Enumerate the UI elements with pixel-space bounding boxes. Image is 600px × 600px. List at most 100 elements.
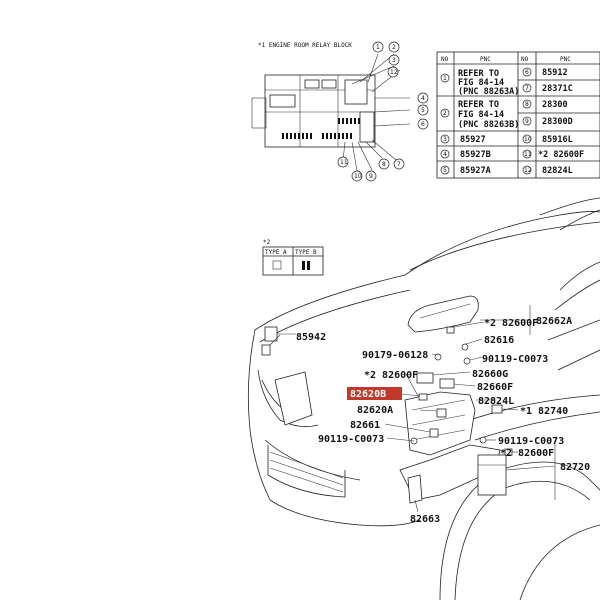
svg-text:2: 2 [443,110,447,117]
car-outline [247,197,600,600]
callout-5: 5 [417,104,429,116]
fuse-row-1 [282,133,352,139]
svg-text:7: 7 [525,85,529,92]
inset-title: *1 ENGINE ROOM RELAY BLOCK [258,42,352,49]
svg-text:10: 10 [354,173,362,180]
bracket-85942 [264,326,278,342]
callout-6: 6 [417,118,429,130]
svg-text:9: 9 [369,173,373,180]
relay-block-inset: *1 ENGINE ROOM RELAY BLOCK [251,41,429,182]
svg-text:2: 2 [392,44,396,51]
svg-text:5: 5 [421,107,425,114]
callout-3: 3 [388,54,400,66]
label-82616: 82616 [484,335,514,346]
callout-4: 4 [417,92,429,104]
part-leaders [269,305,556,513]
label-82620B-highlighted: 82620B [350,389,386,400]
label-82720: 82720 [560,462,590,473]
label-82660G: 82660G [472,369,508,380]
callout-7: 7 [393,158,405,170]
relay-box-82720 [477,454,507,496]
svg-text:1: 1 [376,44,380,51]
svg-text:REFER TO: REFER TO [458,69,499,79]
relay-med [269,94,296,108]
relay-small-2 [321,79,337,89]
svg-text:TYPE A: TYPE A [265,249,287,256]
svg-text:3: 3 [392,57,396,64]
circle-no-1: 1 [440,73,450,83]
callout-10: 10 [351,170,363,182]
label-82600F-2: *2 82600F [364,370,418,381]
svg-text:8: 8 [382,161,386,168]
nut-90119-1 [463,357,471,365]
highlight-82620B [347,387,402,400]
inset-leaders [342,53,411,177]
relay-side [359,111,375,143]
svg-text:*2: *2 [263,239,271,246]
relay-large [344,79,368,105]
relay-small-1 [304,79,320,89]
callout-8: 8 [378,158,390,170]
label-82660F: 82660F [477,382,513,393]
svg-text:7: 7 [397,161,401,168]
svg-text:4: 4 [421,95,425,102]
fuse-type-a-icon [272,260,282,270]
svg-text:12: 12 [524,167,532,174]
block-82740 [491,404,503,414]
callout-12: 12 [387,66,399,78]
svg-text:1: 1 [443,75,447,82]
svg-text:10: 10 [524,136,532,143]
circle-no-8: 8 [522,99,532,109]
svg-text:9: 9 [525,118,529,125]
callout-1: 1 [372,41,384,53]
callout-2: 2 [388,41,400,53]
svg-text:REFER TO: REFER TO [458,100,499,110]
circle-no-10: 10 [522,134,532,144]
svg-text:(PNC 88263A): (PNC 88263A) [458,87,519,97]
circle-no-6: 6 [522,67,532,77]
svg-text:FIG 84-14: FIG 84-14 [458,110,504,120]
relay-82660G [416,372,434,384]
fuse-82600F-2 [418,393,428,401]
label-82740: *1 82740 [520,406,568,417]
svg-text:28371C: 28371C [542,84,573,94]
circle-no-11: 11 [522,149,532,159]
label-82661: 82661 [350,420,380,431]
svg-text:12: 12 [390,69,398,76]
svg-text:TYPE B: TYPE B [295,249,317,256]
circle-no-3: 3 [440,134,450,144]
svg-text:NO: NO [441,56,449,63]
nut-82616 [461,343,469,351]
svg-text:85927A: 85927A [460,166,491,176]
label-90119-C0073-3: 90119-C0073 [498,436,564,447]
fuse-block-body [404,391,476,456]
inset-callouts: 1 2 3 4 5 6 7 8 9 10 11 12 [337,41,429,182]
fuse-row-2 [338,118,360,124]
svg-text:5: 5 [443,167,447,174]
svg-text:85927: 85927 [460,135,486,145]
svg-text:4: 4 [443,151,447,158]
circle-no-9: 9 [522,116,532,126]
label-82600F-3: *2 82600F [500,448,554,459]
circle-no-2: 2 [440,108,450,118]
label-90119-C0073-1: 90119-C0073 [482,354,548,365]
circle-no-7: 7 [522,83,532,93]
svg-text:8: 8 [525,101,529,108]
nut-90119-3 [479,436,487,444]
svg-text:85927B: 85927B [460,150,491,160]
label-90119-C0073-2: 90119-C0073 [318,434,384,445]
svg-text:NO: NO [521,56,529,63]
label-85942: 85942 [296,332,326,343]
components [261,295,513,504]
svg-text:82824L: 82824L [542,166,573,176]
bolt-90179 [434,353,442,361]
label-82663: 82663 [410,514,440,525]
svg-text:PNC: PNC [480,56,491,63]
svg-text:(PNC 88263B): (PNC 88263B) [458,120,519,130]
label-82824L: 82824L [478,396,514,407]
svg-text:11: 11 [340,159,348,166]
relay-82660F [439,378,455,389]
callout-9: 9 [365,170,377,182]
svg-text:85912: 85912 [542,68,568,78]
